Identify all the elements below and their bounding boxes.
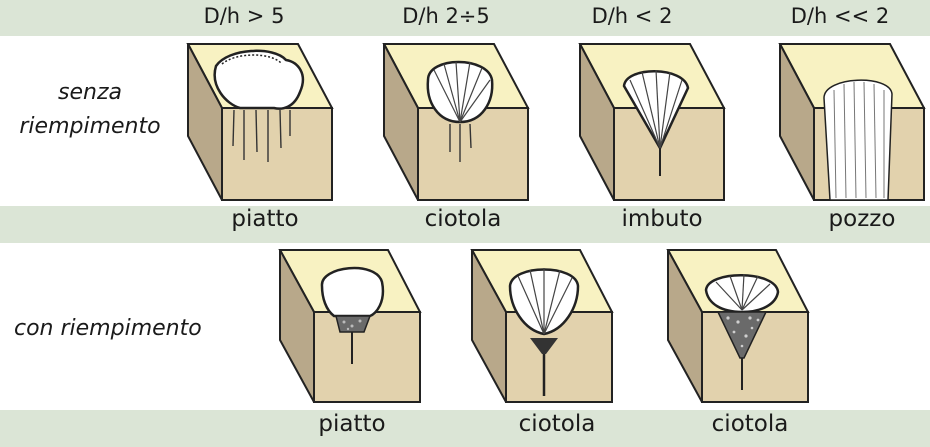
- ratio-label-funnel: D/h < 2: [591, 4, 673, 28]
- doline-well-block: [778, 43, 926, 201]
- doline-filled-flat-block: [278, 249, 422, 403]
- ratio-label-well: D/h << 2: [790, 4, 890, 28]
- row-label-line2: riempimento: [19, 114, 161, 139]
- bottom-type-band: [0, 410, 930, 447]
- ratio-label-flat: D/h > 5: [203, 4, 285, 28]
- row-label-line1: senza: [58, 80, 122, 105]
- doline-funnel-block: [578, 43, 726, 201]
- row-label-without-fill: senza riempimento: [0, 76, 180, 144]
- type-label-filled-bowl-2: ciotola: [711, 411, 789, 437]
- type-label-filled-flat: piatto: [318, 411, 386, 437]
- ratio-label-bowl: D/h 2÷5: [402, 4, 490, 28]
- row-label-with-fill: con riempimento: [14, 316, 202, 341]
- doline-filled-bowl-block: [470, 249, 614, 403]
- type-label-flat: piatto: [231, 206, 299, 232]
- type-label-funnel: imbuto: [621, 206, 703, 232]
- doline-filled-funnel-block: [666, 249, 810, 403]
- doline-flat-block: [186, 43, 334, 201]
- top-type-band: [0, 206, 930, 243]
- type-label-bowl: ciotola: [424, 206, 502, 232]
- type-label-filled-bowl: ciotola: [518, 411, 596, 437]
- type-label-well: pozzo: [828, 206, 896, 232]
- doline-bowl-block: [382, 43, 530, 201]
- header-band: [0, 0, 930, 36]
